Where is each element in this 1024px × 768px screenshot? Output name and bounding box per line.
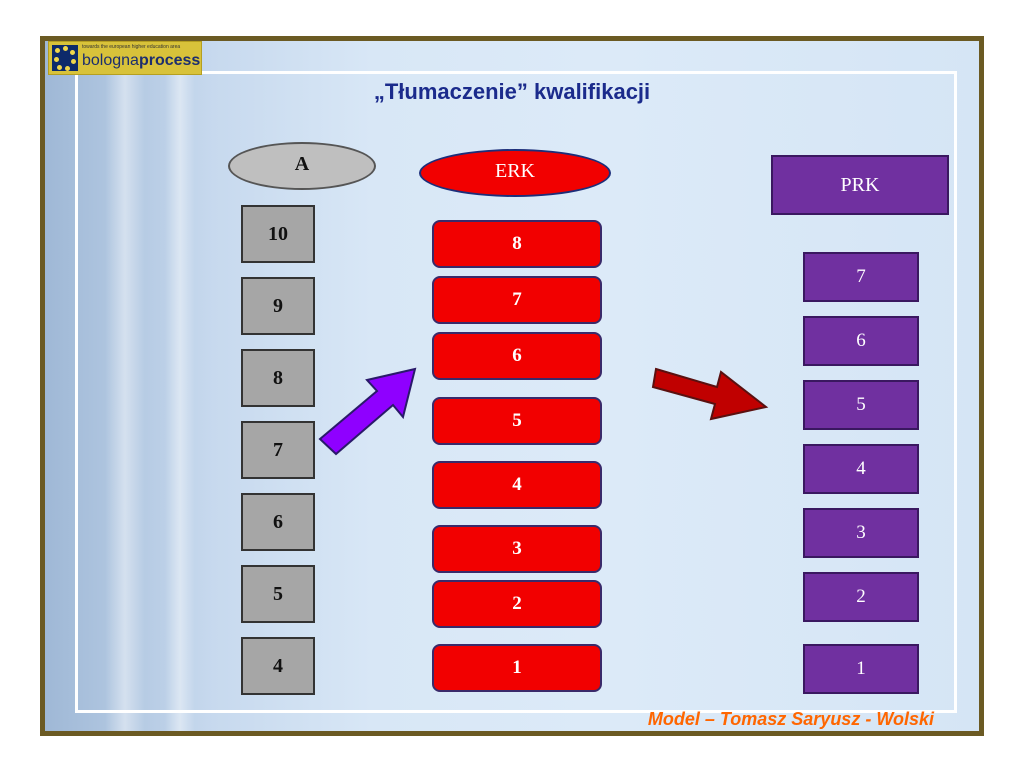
a-level-box: 6 (241, 493, 315, 551)
a-level-box: 7 (241, 421, 315, 479)
bologna-process-logo: towards the european higher education ar… (48, 41, 202, 75)
erk-level-box: 2 (432, 580, 602, 628)
prk-level-box: 7 (803, 252, 919, 302)
logo-wordmark: bolognaprocess (82, 52, 201, 69)
column-decoration (105, 41, 145, 731)
prk-header: PRK (771, 155, 949, 215)
logo-tagline: towards the european higher education ar… (82, 44, 181, 50)
arrow-up-right-icon (318, 367, 417, 456)
a-level-box: 10 (241, 205, 315, 263)
content-frame (75, 71, 957, 713)
erk-level-box: 3 (432, 525, 602, 573)
erk-level-box: 4 (432, 461, 602, 509)
a-level-box: 8 (241, 349, 315, 407)
a-level-box: 9 (241, 277, 315, 335)
erk-level-box: 7 (432, 276, 602, 324)
author-credit: Model – Tomasz Saryusz - Wolski (647, 709, 934, 729)
a-level-box: 5 (241, 565, 315, 623)
erk-level-box: 5 (432, 397, 602, 445)
slide-frame: towards the european higher education ar… (40, 36, 984, 736)
prk-level-box: 3 (803, 508, 919, 558)
erk-level-box: 1 (432, 644, 602, 692)
slide-title: „Tłumaczenie” kwalifikacji (373, 79, 651, 104)
column-a-header: A (228, 142, 376, 190)
column-decoration (165, 41, 195, 731)
a-level-box: 4 (241, 637, 315, 695)
logo-stars-icon (52, 45, 78, 71)
prk-level-box: 5 (803, 380, 919, 430)
prk-level-box: 2 (803, 572, 919, 622)
arrow-right-icon (651, 367, 769, 421)
slide-background: towards the european higher education ar… (45, 41, 979, 731)
prk-level-box: 4 (803, 444, 919, 494)
erk-level-box: 8 (432, 220, 602, 268)
prk-level-box: 1 (803, 644, 919, 694)
erk-level-box: 6 (432, 332, 602, 380)
prk-level-box: 6 (803, 316, 919, 366)
erk-header: ERK (419, 149, 611, 197)
